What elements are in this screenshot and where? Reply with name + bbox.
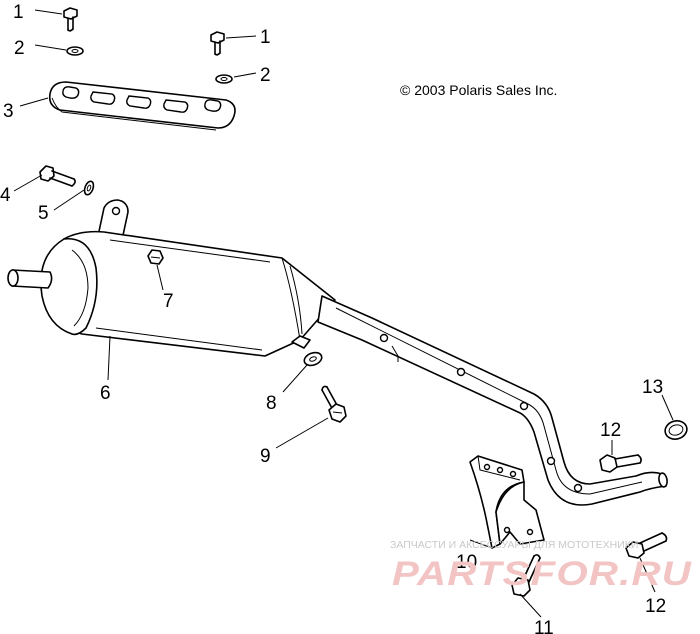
washer-2-left <box>66 46 84 56</box>
mounting-bracket-3 <box>48 81 236 131</box>
nut-7 <box>147 249 164 265</box>
copyright-text: © 2003 Polaris Sales Inc. <box>400 82 557 98</box>
callout-11: 11 <box>534 618 554 634</box>
watermark-tagline: ЗАПЧАСТИ И АКСЕССУАРЫ ДЛЯ МОТОТЕХНИКИ <box>390 539 638 551</box>
callout-8: 8 <box>266 393 277 414</box>
bolt-1-left <box>63 7 78 32</box>
callout-13: 13 <box>642 377 663 398</box>
gasket-13 <box>664 420 688 440</box>
callout-2-left: 2 <box>14 38 25 59</box>
callout-4: 4 <box>0 185 11 206</box>
bolt-4 <box>39 165 76 187</box>
callout-9: 9 <box>260 446 271 467</box>
bracket-10 <box>469 455 545 549</box>
callout-1-left: 1 <box>13 2 24 23</box>
callout-5: 5 <box>38 203 49 224</box>
callout-10: 10 <box>456 552 477 573</box>
head-pipe <box>317 295 668 506</box>
callout-2-right: 2 <box>260 65 271 86</box>
callout-7: 7 <box>163 291 174 312</box>
bolt-9 <box>321 385 347 423</box>
washer-5 <box>83 180 95 196</box>
bolt-1-right <box>210 31 225 56</box>
callout-1-right: 1 <box>260 27 271 48</box>
callout-6: 6 <box>100 383 111 404</box>
washer-2-right <box>215 74 233 84</box>
bolt-12-lower <box>625 532 668 559</box>
washer-8 <box>303 351 323 367</box>
bolt-12-upper <box>599 454 642 473</box>
leader-lines <box>13 9 674 618</box>
muffler-6 <box>7 199 336 357</box>
callout-3: 3 <box>3 101 14 122</box>
bolt-11 <box>511 554 541 597</box>
watermark-brand: PARTSFOR.RU <box>392 555 693 593</box>
callout-12-lower: 12 <box>645 596 666 617</box>
callout-12-upper: 12 <box>600 420 621 441</box>
